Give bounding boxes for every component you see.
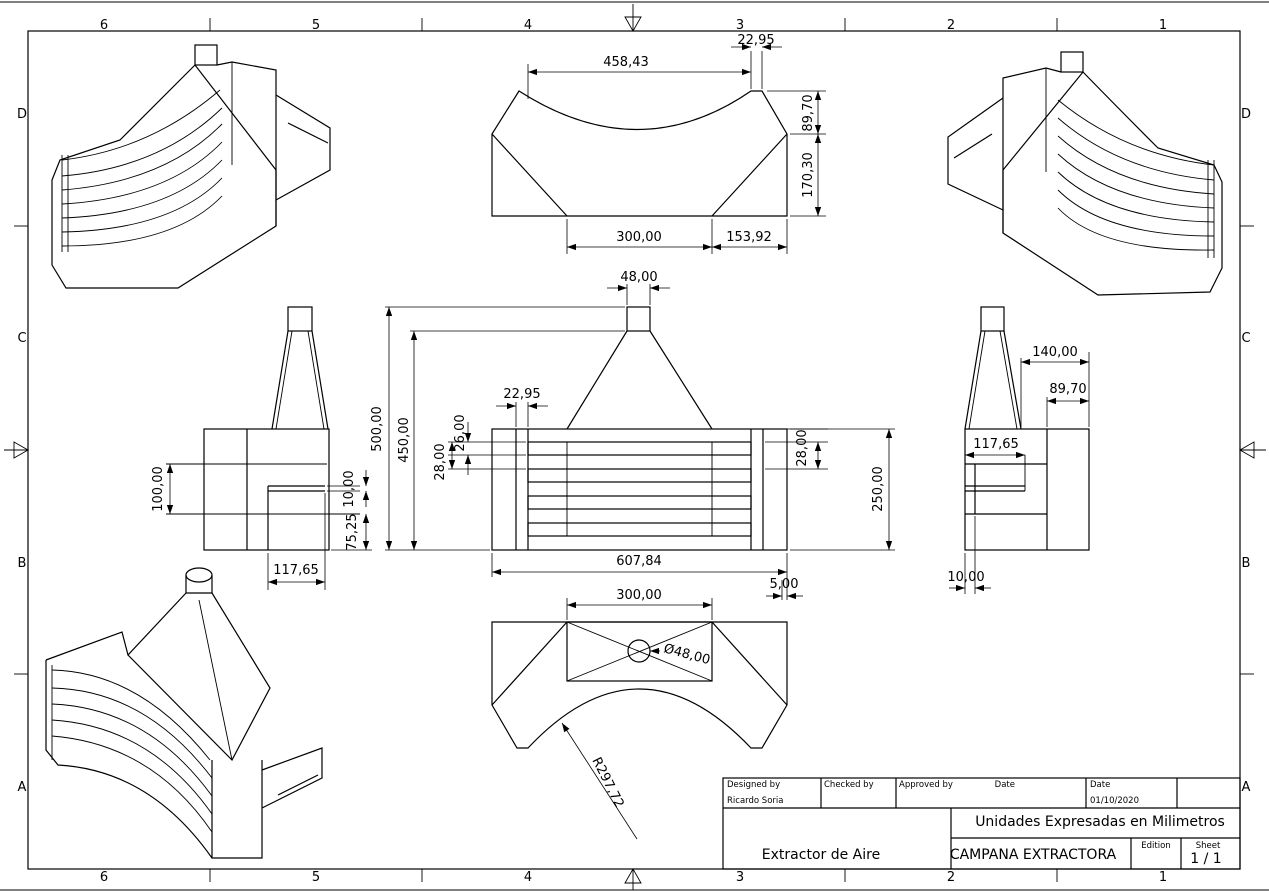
dim-duct-width: 48,00: [620, 270, 657, 285]
zone-col-1-top: 1: [1159, 18, 1167, 33]
dim-height-no-duct: 450,00: [397, 417, 412, 463]
dim-frame-width: 22,95: [503, 387, 540, 402]
dim-right-depth: 140,00: [1032, 345, 1078, 360]
iso-view-top-right: [947, 51, 1223, 296]
zone-col-2-bottom: 2: [947, 870, 955, 885]
dim-total-height: 500,00: [370, 406, 385, 452]
center-mark-bottom: [624, 868, 642, 890]
title-block: Designed by Checked by Approved by Date …: [722, 777, 1241, 870]
right-view: 140,00 89,70 117,65 10,00: [947, 306, 1090, 594]
dim-bottom-mid: 300,00: [616, 588, 662, 603]
dim-left-slot-thk: 10,00: [342, 470, 357, 507]
designed-by-label: Designed by: [727, 780, 780, 790]
units-note: Unidades Expresadas en Milimetros: [975, 814, 1225, 830]
date-label-1: Date: [995, 780, 1015, 790]
designer-name: Ricardo Soria: [727, 796, 783, 806]
dim-top-bottom-side: 153,92: [726, 230, 772, 245]
zone-row-d-left: D: [17, 107, 27, 122]
checked-by-label: Checked by: [824, 780, 874, 790]
front-view: 48,00 500,00 450,00 28,00 26,00 22,95 28…: [370, 270, 895, 600]
zone-col-4-bottom: 4: [524, 870, 532, 885]
zone-row-a-left: A: [18, 780, 27, 795]
dim-wall: 5,00: [770, 577, 799, 592]
dim-right-upper: 89,70: [1049, 382, 1086, 397]
zone-col-6-top: 6: [100, 18, 108, 33]
dim-left-slot-height: 100,00: [151, 466, 166, 512]
dim-right-wall: 10,00: [947, 570, 984, 585]
dim-right-slot-width: 117,65: [973, 437, 1019, 452]
dim-slat-pitch-right: 28,00: [795, 429, 810, 466]
zone-col-3-top: 3: [736, 18, 744, 33]
part-name: CAMPANA EXTRACTORA: [950, 847, 1117, 863]
zone-row-c-right: C: [1241, 331, 1250, 346]
dim-left-slot-width: 117,65: [273, 563, 319, 578]
date-label-2: Date: [1090, 780, 1110, 790]
dim-left-slot-offset: 75,25: [345, 513, 360, 550]
dim-slat-gap-small: 26,00: [453, 414, 468, 451]
zone-row-b-left: B: [18, 556, 27, 571]
center-mark-top: [624, 4, 642, 32]
edition-label: Edition: [1141, 841, 1170, 851]
zone-row-b-right: B: [1242, 556, 1251, 571]
zone-col-5-bottom: 5: [312, 870, 320, 885]
zone-col-4-top: 4: [524, 18, 532, 33]
zone-col-2-top: 2: [947, 18, 955, 33]
dim-box-height: 250,00: [871, 466, 886, 512]
dim-arc-radius: R297,72: [588, 755, 626, 810]
iso-view-bottom-left: [45, 567, 323, 859]
sheet-value: 1 / 1: [1190, 851, 1221, 867]
dim-top-width: 458,43: [603, 55, 649, 70]
top-view: 458,43 22,95 89,70 170,30 300,00 153,92: [491, 33, 826, 254]
dim-front-width: 607,84: [616, 554, 662, 569]
drawing-date: 01/10/2020: [1090, 796, 1139, 806]
zone-col-1-bottom: 1: [1159, 870, 1167, 885]
dim-slat-pitch-left: 28,00: [433, 443, 448, 480]
zone-col-3-bottom: 3: [736, 870, 744, 885]
sheet-label: Sheet: [1196, 841, 1221, 851]
dim-top-bottom-mid: 300,00: [616, 230, 662, 245]
iso-view-top-left: [51, 44, 331, 289]
zone-row-c-left: C: [17, 331, 26, 346]
part-description: Extractor de Aire: [762, 847, 880, 863]
center-mark-right: [1239, 441, 1266, 459]
dim-top-h-upper: 89,70: [801, 94, 816, 131]
zone-col-6-bottom: 6: [100, 870, 108, 885]
dim-top-corner: 22,95: [737, 33, 774, 48]
center-mark-left: [4, 441, 29, 459]
zone-row-a-right: A: [1242, 780, 1251, 795]
zone-col-5-top: 5: [312, 18, 320, 33]
approved-by-label: Approved by: [899, 780, 953, 790]
zone-labels: 6 5 4 3 2 1 6 5 4 3 2 1 D C B A D C B A: [17, 18, 1251, 885]
left-view: 100,00 10,00 75,25 117,65: [151, 306, 372, 590]
zone-row-d-right: D: [1241, 107, 1251, 122]
dim-top-h-lower: 170,30: [801, 152, 816, 198]
